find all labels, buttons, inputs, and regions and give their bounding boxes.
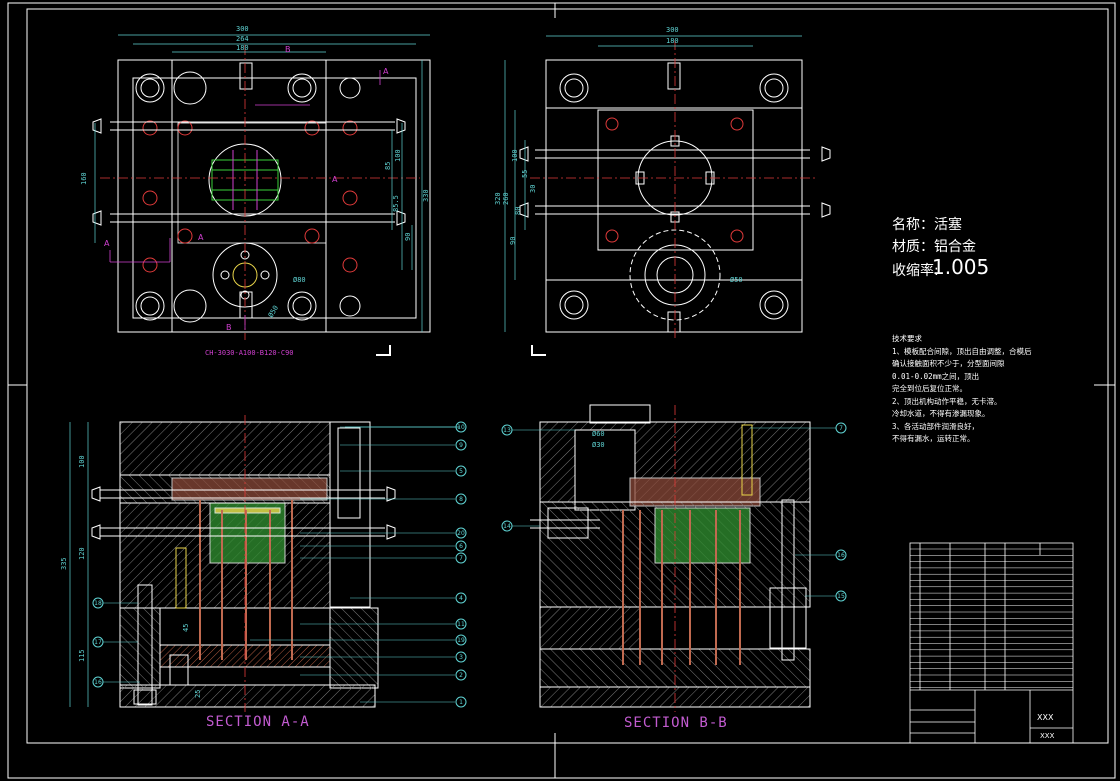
dim-text: 100 (394, 149, 402, 162)
dim-text: 260 (502, 192, 510, 205)
section-mark-a: A (332, 175, 338, 184)
technical-notes: 技术要求 1、模板配合间隙，顶出自由调整，合模后 确认接触面积不少于，分型面间隙… (892, 333, 1052, 446)
title-block (909, 542, 1074, 744)
part-material: 材质：铝合金 (892, 239, 976, 255)
note-line: 技术要求 (892, 334, 922, 343)
dim-text: Ø60 (592, 430, 605, 438)
note-line: 3、各活动部件润滑良好， (892, 421, 980, 431)
balloon-label: 4 (459, 595, 463, 602)
balloon-label: 1 (459, 699, 463, 706)
dim-text: 85 (384, 162, 392, 170)
dim-text: 45 (182, 624, 190, 632)
balloon-label: 20 (457, 530, 465, 537)
dim-text: 85.5 (392, 195, 400, 212)
balloon-label: 18 (94, 600, 102, 607)
section-mark-a: A (198, 233, 204, 242)
dim-text: Ø50 (267, 304, 280, 319)
section-b-view (512, 404, 836, 712)
title-block-code: XXX (1040, 732, 1055, 740)
sheet-border (7, 2, 1116, 779)
dim-text: Ø50 (730, 276, 743, 284)
dim-text: 100 (78, 455, 86, 468)
balloon-label: 8 (459, 496, 463, 503)
dim-text: Ø80 (293, 276, 306, 284)
shrinkage-value: 1.005 (932, 255, 990, 279)
mold-base-standard: CH-3030-A100-B120-C90 (205, 349, 294, 357)
section-a-label: SECTION A-A (206, 714, 310, 730)
title-block-name: XXX (1037, 713, 1054, 722)
dim-text: 330 (422, 189, 430, 202)
section-mark-b: B (285, 45, 291, 54)
balloon-label: 16 (837, 552, 845, 559)
balloon-label: 7 (839, 425, 843, 432)
note-line: 不得有漏水，运转正常。 (892, 434, 975, 443)
balloon-label: 15 (837, 593, 845, 600)
shrinkage-label: 收缩率: (892, 263, 939, 279)
dim-text: 335 (60, 557, 68, 570)
note-line: 0.01-0.02mm之间，顶出 (892, 371, 980, 381)
dim-text: 180 (236, 44, 249, 52)
dim-text: Ø30 (592, 441, 605, 449)
balloon-label: 2 (459, 672, 463, 679)
balloon-label: 17 (94, 639, 102, 646)
balloon-label: 14 (503, 523, 511, 530)
dim-text: 90 (404, 233, 412, 241)
dim-text: 115 (78, 649, 86, 662)
side-view-dimensions: 300 180 100 55 30 320 260 80 90 Ø50 (494, 26, 743, 284)
top-plan-view (92, 34, 431, 340)
section-a-dimensions: 100 120 335 115 45 25 (60, 455, 202, 698)
side-plan-view (504, 35, 831, 340)
dim-text: 90 (509, 237, 517, 245)
section-mark-b: B (226, 323, 232, 332)
dim-text: 264 (236, 35, 249, 43)
balloon-label: 7 (459, 555, 463, 562)
dim-text: 300 (236, 25, 249, 33)
dim-text: 25 (194, 690, 202, 698)
balloon-label: 16 (94, 679, 102, 686)
section-mark-a: A (104, 239, 110, 248)
dim-text: 320 (494, 192, 502, 205)
dim-text: 300 (666, 26, 679, 34)
balloon-label: 3 (459, 654, 463, 661)
note-line: 1、模板配合间隙，顶出自由调整，合模后 (892, 346, 1032, 356)
section-mark-a: A (383, 67, 389, 76)
section-a-view (69, 415, 460, 712)
balloon-label: 5 (459, 468, 463, 475)
dim-text: 30 (529, 185, 537, 193)
dim-text: 120 (78, 547, 86, 560)
dim-text: 160 (80, 172, 88, 185)
balloon-label: 10 (457, 424, 465, 431)
note-line: 确认接触面积不少于，分型面间隙 (892, 359, 1005, 368)
balloon-label: 11 (457, 621, 465, 628)
balloon-label: 13 (503, 427, 511, 434)
dim-text: 55 (521, 170, 529, 178)
note-line: 完全到位后复位正常。 (892, 384, 967, 393)
balloon-label: 19 (457, 637, 465, 644)
dim-text: 180 (666, 37, 679, 45)
dim-text: 80 (514, 207, 522, 215)
balloons-section-a: 10 9 5 8 20 6 7 4 11 19 3 2 1 18 17 16 (92, 421, 467, 708)
view-brackets (376, 345, 546, 356)
balloon-label: 6 (459, 543, 463, 550)
part-name: 名称：活塞 (892, 217, 962, 233)
section-b-dimensions: Ø60 Ø30 (592, 430, 605, 449)
top-view-dimensions: 300 264 180 160 85 100 85.5 90 330 Ø80 Ø… (80, 25, 430, 319)
section-markers: A A A A B B (104, 45, 389, 332)
note-line: 2、顶出机构动作平稳，无卡滞。 (892, 396, 1002, 406)
note-line: 冷却水道，不得有渗漏现象。 (892, 409, 990, 418)
title-block-rows (910, 548, 1073, 688)
section-b-label: SECTION B-B (624, 715, 728, 731)
balloon-label: 9 (459, 442, 463, 449)
balloons-section-b: 13 7 14 15 16 (501, 422, 847, 602)
dim-text: 100 (511, 149, 519, 162)
